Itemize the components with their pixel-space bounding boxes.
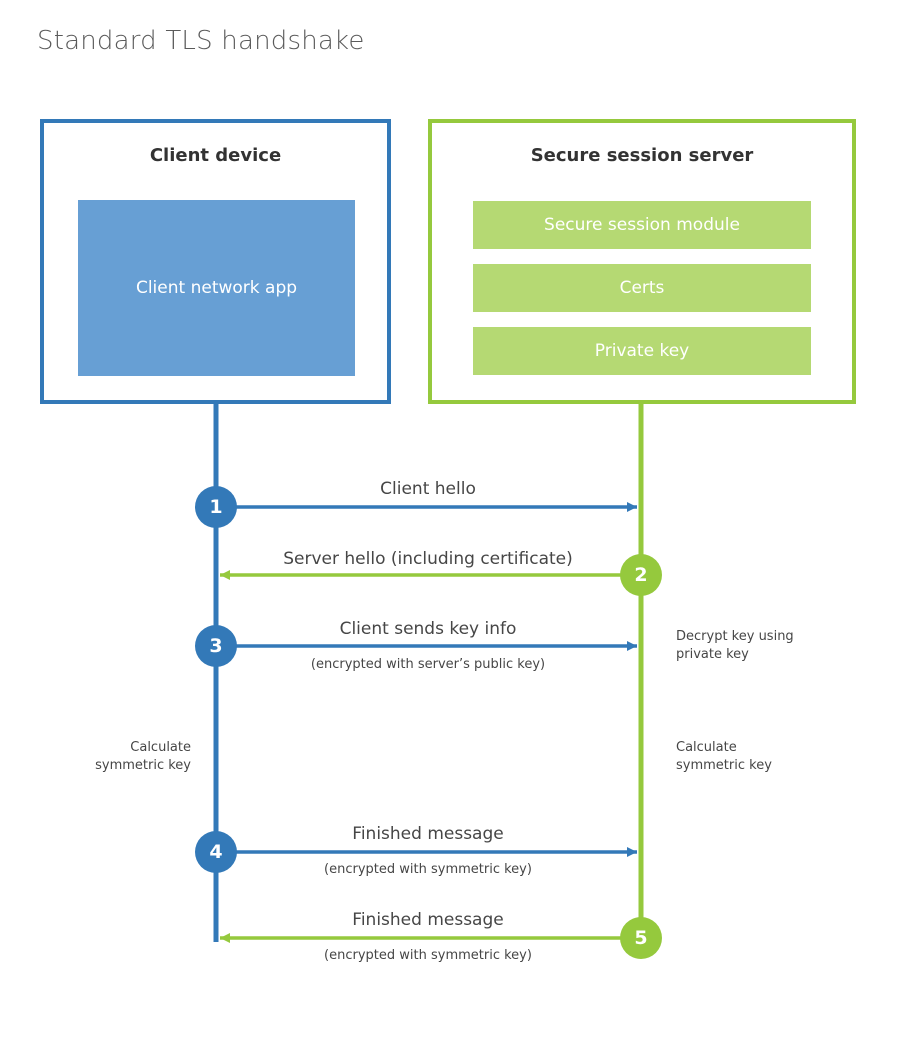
- message-sublabel-4: (encrypted with symmetric key): [324, 862, 532, 877]
- message-sublabel-3: (encrypted with server’s public key): [310, 657, 546, 672]
- secure-session-server-title: Secure session server: [530, 145, 754, 166]
- message-label-3: Client sends key info: [339, 619, 517, 639]
- message-label-5: Finished message: [352, 910, 504, 930]
- annotation-server-decrypt: Decrypt key using private key: [676, 629, 794, 662]
- step-circle-5[interactable]: 5: [620, 917, 662, 959]
- message-label-1: Client hello: [380, 479, 476, 499]
- step-circle-3[interactable]: 3: [195, 625, 237, 667]
- annotation-client-calculate-symmetric-key: Calculate symmetric key: [95, 740, 191, 773]
- client-device-title: Client device: [149, 145, 282, 166]
- client-network-app-label: Client network app: [135, 277, 298, 298]
- annotation-server-calculate-symmetric-key: Calculate symmetric key: [676, 740, 772, 773]
- step-circle-4[interactable]: 4: [195, 831, 237, 873]
- message-label-4: Finished message: [352, 824, 504, 844]
- secure-session-server-box: Secure session server Secure session mod…: [428, 119, 856, 404]
- server-block-private-key: Private key: [473, 327, 811, 375]
- step-circle-1[interactable]: 1: [195, 486, 237, 528]
- client-network-app-block: Client network app: [78, 200, 355, 376]
- page-title: Standard TLS handshake: [37, 26, 365, 56]
- client-device-box: Client device Client network app: [40, 119, 391, 404]
- message-label-2: Server hello (including certificate): [283, 549, 573, 569]
- step-circle-2[interactable]: 2: [620, 554, 662, 596]
- message-sublabel-5: (encrypted with symmetric key): [324, 948, 532, 963]
- server-block-certs: Certs: [473, 264, 811, 312]
- server-block-secure-session-module: Secure session module: [473, 201, 811, 249]
